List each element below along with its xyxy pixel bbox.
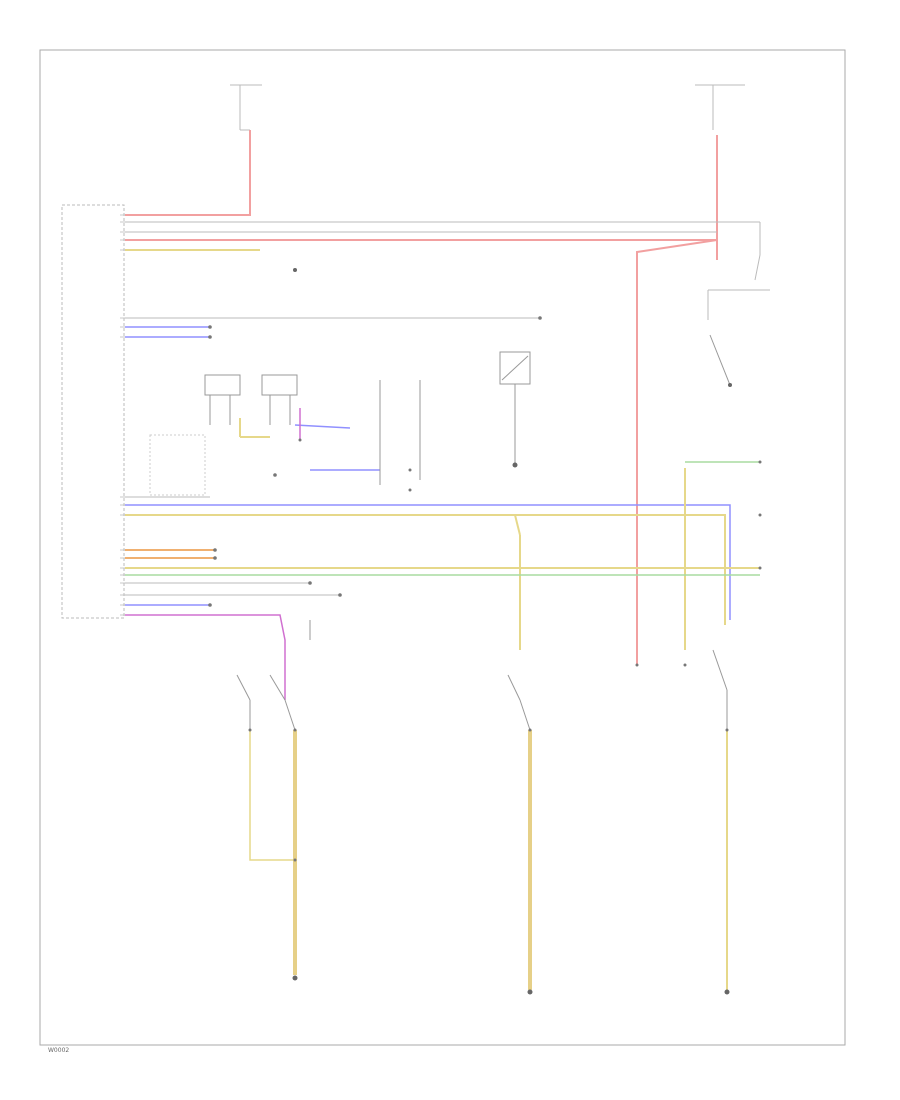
module-pin-ticks bbox=[120, 214, 125, 616]
green-wires bbox=[125, 461, 760, 576]
yellow-wires bbox=[125, 418, 760, 650]
ground-symbol bbox=[728, 383, 732, 387]
footer-code: W0002 bbox=[48, 1047, 69, 1054]
ground-symbols bbox=[292, 268, 732, 995]
blue-wires bbox=[125, 326, 731, 620]
component-switches-lower bbox=[236, 334, 731, 731]
ground-symbol bbox=[292, 975, 298, 981]
gray-wires-lower bbox=[125, 582, 340, 596]
component-switches-middle bbox=[149, 351, 531, 496]
ground-symbol bbox=[293, 268, 297, 272]
yellow-wires-lower bbox=[249, 730, 728, 990]
connector-marks bbox=[208, 316, 762, 862]
pink-wires bbox=[125, 408, 301, 700]
fuse-top-right bbox=[695, 84, 745, 130]
gray-wires-top bbox=[125, 221, 770, 498]
ground-symbol bbox=[527, 989, 533, 995]
diagram-frame bbox=[39, 49, 846, 1046]
red-wires bbox=[125, 130, 718, 665]
ground-symbol bbox=[512, 462, 518, 468]
ground-symbol bbox=[724, 989, 730, 995]
fuse-top-left bbox=[230, 84, 262, 131]
orange-wires bbox=[125, 549, 215, 559]
control-module-box bbox=[61, 204, 125, 619]
